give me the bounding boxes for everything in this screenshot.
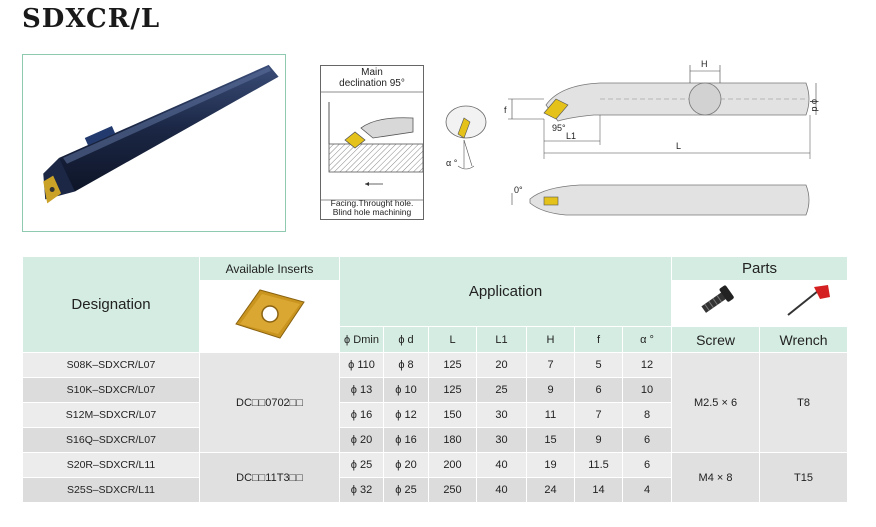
- d-cell: ϕ 25: [383, 477, 429, 503]
- f-cell: 5: [574, 352, 623, 378]
- alpha-cell: 12: [621, 352, 673, 378]
- col-d-header: ϕ d: [383, 326, 429, 353]
- tool-dimension-drawing: H ϕ d f 95° L1 L 0°: [504, 59, 820, 216]
- col-dmin-header: ϕ Dmin: [339, 326, 384, 353]
- designation-cell: S12M–SDXCR/L07: [22, 402, 200, 428]
- H-cell: 11: [526, 402, 575, 428]
- diagram-top-line1: Main: [361, 67, 383, 78]
- dim-L1-label: L1: [566, 131, 576, 141]
- screw-header: Screw: [671, 326, 761, 353]
- L1-cell: 25: [476, 377, 527, 403]
- col-alpha-header: α °: [621, 326, 673, 353]
- L-cell: 250: [428, 477, 477, 503]
- insert-group-2: DC□□11T3□□: [199, 452, 340, 503]
- screw-group-2: M4 × 8: [671, 452, 761, 503]
- f-cell: 7: [574, 402, 623, 428]
- wrench-group-2: T15: [759, 452, 849, 503]
- col-f-header: f: [574, 326, 623, 353]
- table-row: S08K–SDXCR/L07 DC□□0702□□ ϕ 110 ϕ 8 125 …: [22, 352, 849, 453]
- alpha-cell: 6: [621, 452, 673, 478]
- table-row: S16Q–SDXCR/L07 ϕ 20 ϕ 16 180 30 15 9 6: [22, 427, 848, 453]
- designation-cell: S20R–SDXCR/L11: [22, 452, 200, 478]
- dim-H-label: H: [701, 59, 708, 69]
- table-row: S20R–SDXCR/L11 DC□□11T3□□ ϕ 25 ϕ 20 200 …: [22, 452, 849, 503]
- H-cell: 24: [526, 477, 575, 503]
- d-cell: ϕ 16: [383, 427, 429, 453]
- spec-table: Designation Available Inserts Applicatio…: [22, 256, 849, 503]
- L-cell: 150: [428, 402, 477, 428]
- alpha-label: α °: [446, 158, 458, 168]
- col-L-header: L: [428, 326, 477, 353]
- d-cell: ϕ 12: [383, 402, 429, 428]
- diagram-top-line2: declination 95°: [339, 78, 405, 89]
- wrench-group-1: T8: [759, 352, 849, 453]
- L-cell: 200: [428, 452, 477, 478]
- table-row: S25S–SDXCR/L11 ϕ 32 ϕ 25 250 40 24 14 4: [22, 477, 848, 503]
- designation-header: Designation: [22, 256, 200, 353]
- available-inserts-header: Available Inserts: [199, 256, 340, 281]
- L-cell: 180: [428, 427, 477, 453]
- table-row: S10K–SDXCR/L07 ϕ 13 ϕ 10 125 25 9 6 10: [22, 377, 848, 403]
- diagram-bottom-line1: Facing.Throught hole.: [330, 198, 414, 208]
- angle-0-label: 0°: [514, 185, 523, 195]
- designation-cell: S10K–SDXCR/L07: [22, 377, 200, 403]
- declination-diagram: Main declination 95° Facing.Throught hol…: [320, 65, 424, 220]
- angle-95-label: 95°: [552, 123, 566, 133]
- dim-L-label: L: [676, 141, 681, 151]
- H-cell: 15: [526, 427, 575, 453]
- L-cell: 125: [428, 377, 477, 403]
- dmin-cell: ϕ 13: [339, 377, 384, 403]
- screw-image-cell: [671, 280, 761, 327]
- f-cell: 14: [574, 477, 623, 503]
- dim-f-label: f: [504, 105, 507, 115]
- d-cell: ϕ 8: [383, 352, 429, 378]
- L1-cell: 30: [476, 402, 527, 428]
- L-cell: 125: [428, 352, 477, 378]
- alpha-cell: 8: [621, 402, 673, 428]
- L1-cell: 30: [476, 427, 527, 453]
- wrench-icon: [786, 285, 830, 316]
- parts-header: Parts: [671, 256, 849, 281]
- alpha-cell: 4: [621, 477, 673, 503]
- H-cell: 19: [526, 452, 575, 478]
- designation-cell: S16Q–SDXCR/L07: [22, 427, 200, 453]
- L1-cell: 40: [476, 452, 527, 478]
- screw-group-1: M2.5 × 6: [671, 352, 761, 453]
- insert-tip-detail: α °: [445, 105, 487, 170]
- dmin-cell: ϕ 32: [339, 477, 384, 503]
- f-cell: 6: [574, 377, 623, 403]
- H-cell: 7: [526, 352, 575, 378]
- table-row: S12M–SDXCR/L07 ϕ 16 ϕ 12 150 30 11 7 8: [22, 402, 848, 428]
- L1-cell: 20: [476, 352, 527, 378]
- dmin-cell: ϕ 25: [339, 452, 384, 478]
- insert-image-cell: [199, 280, 340, 353]
- diagram-bottom-label: Facing.Throught hole. Blind hole machini…: [321, 199, 423, 217]
- diagram-bottom-line2: Blind hole machining: [332, 207, 412, 217]
- f-cell: 11.5: [574, 452, 623, 478]
- H-cell: 9: [526, 377, 575, 403]
- d-cell: ϕ 20: [383, 452, 429, 478]
- diagram-top-label: Main declination 95°: [321, 66, 423, 89]
- alpha-cell: 6: [621, 427, 673, 453]
- wrench-image-cell: [759, 280, 849, 327]
- col-L1-header: L1: [476, 326, 527, 353]
- wrench-header: Wrench: [759, 326, 849, 353]
- f-cell: 9: [574, 427, 623, 453]
- L1-cell: 40: [476, 477, 527, 503]
- dmin-cell: ϕ 110: [339, 352, 384, 378]
- application-header: Application: [338, 256, 673, 327]
- dmin-cell: ϕ 20: [339, 427, 384, 453]
- dim-phi-d-label: ϕ d: [810, 99, 820, 112]
- page-title: SDXCR/L: [22, 4, 161, 34]
- alpha-cell: 10: [621, 377, 673, 403]
- insert-icon: [234, 289, 305, 339]
- d-cell: ϕ 10: [383, 377, 429, 403]
- screw-icon: [700, 285, 734, 313]
- dmin-cell: ϕ 16: [339, 402, 384, 428]
- col-H-header: H: [526, 326, 575, 353]
- product-photo: [22, 54, 286, 232]
- designation-cell: S08K–SDXCR/L07: [22, 352, 200, 378]
- designation-cell: S25S–SDXCR/L11: [22, 477, 200, 503]
- insert-group-1: DC□□0702□□: [199, 352, 340, 453]
